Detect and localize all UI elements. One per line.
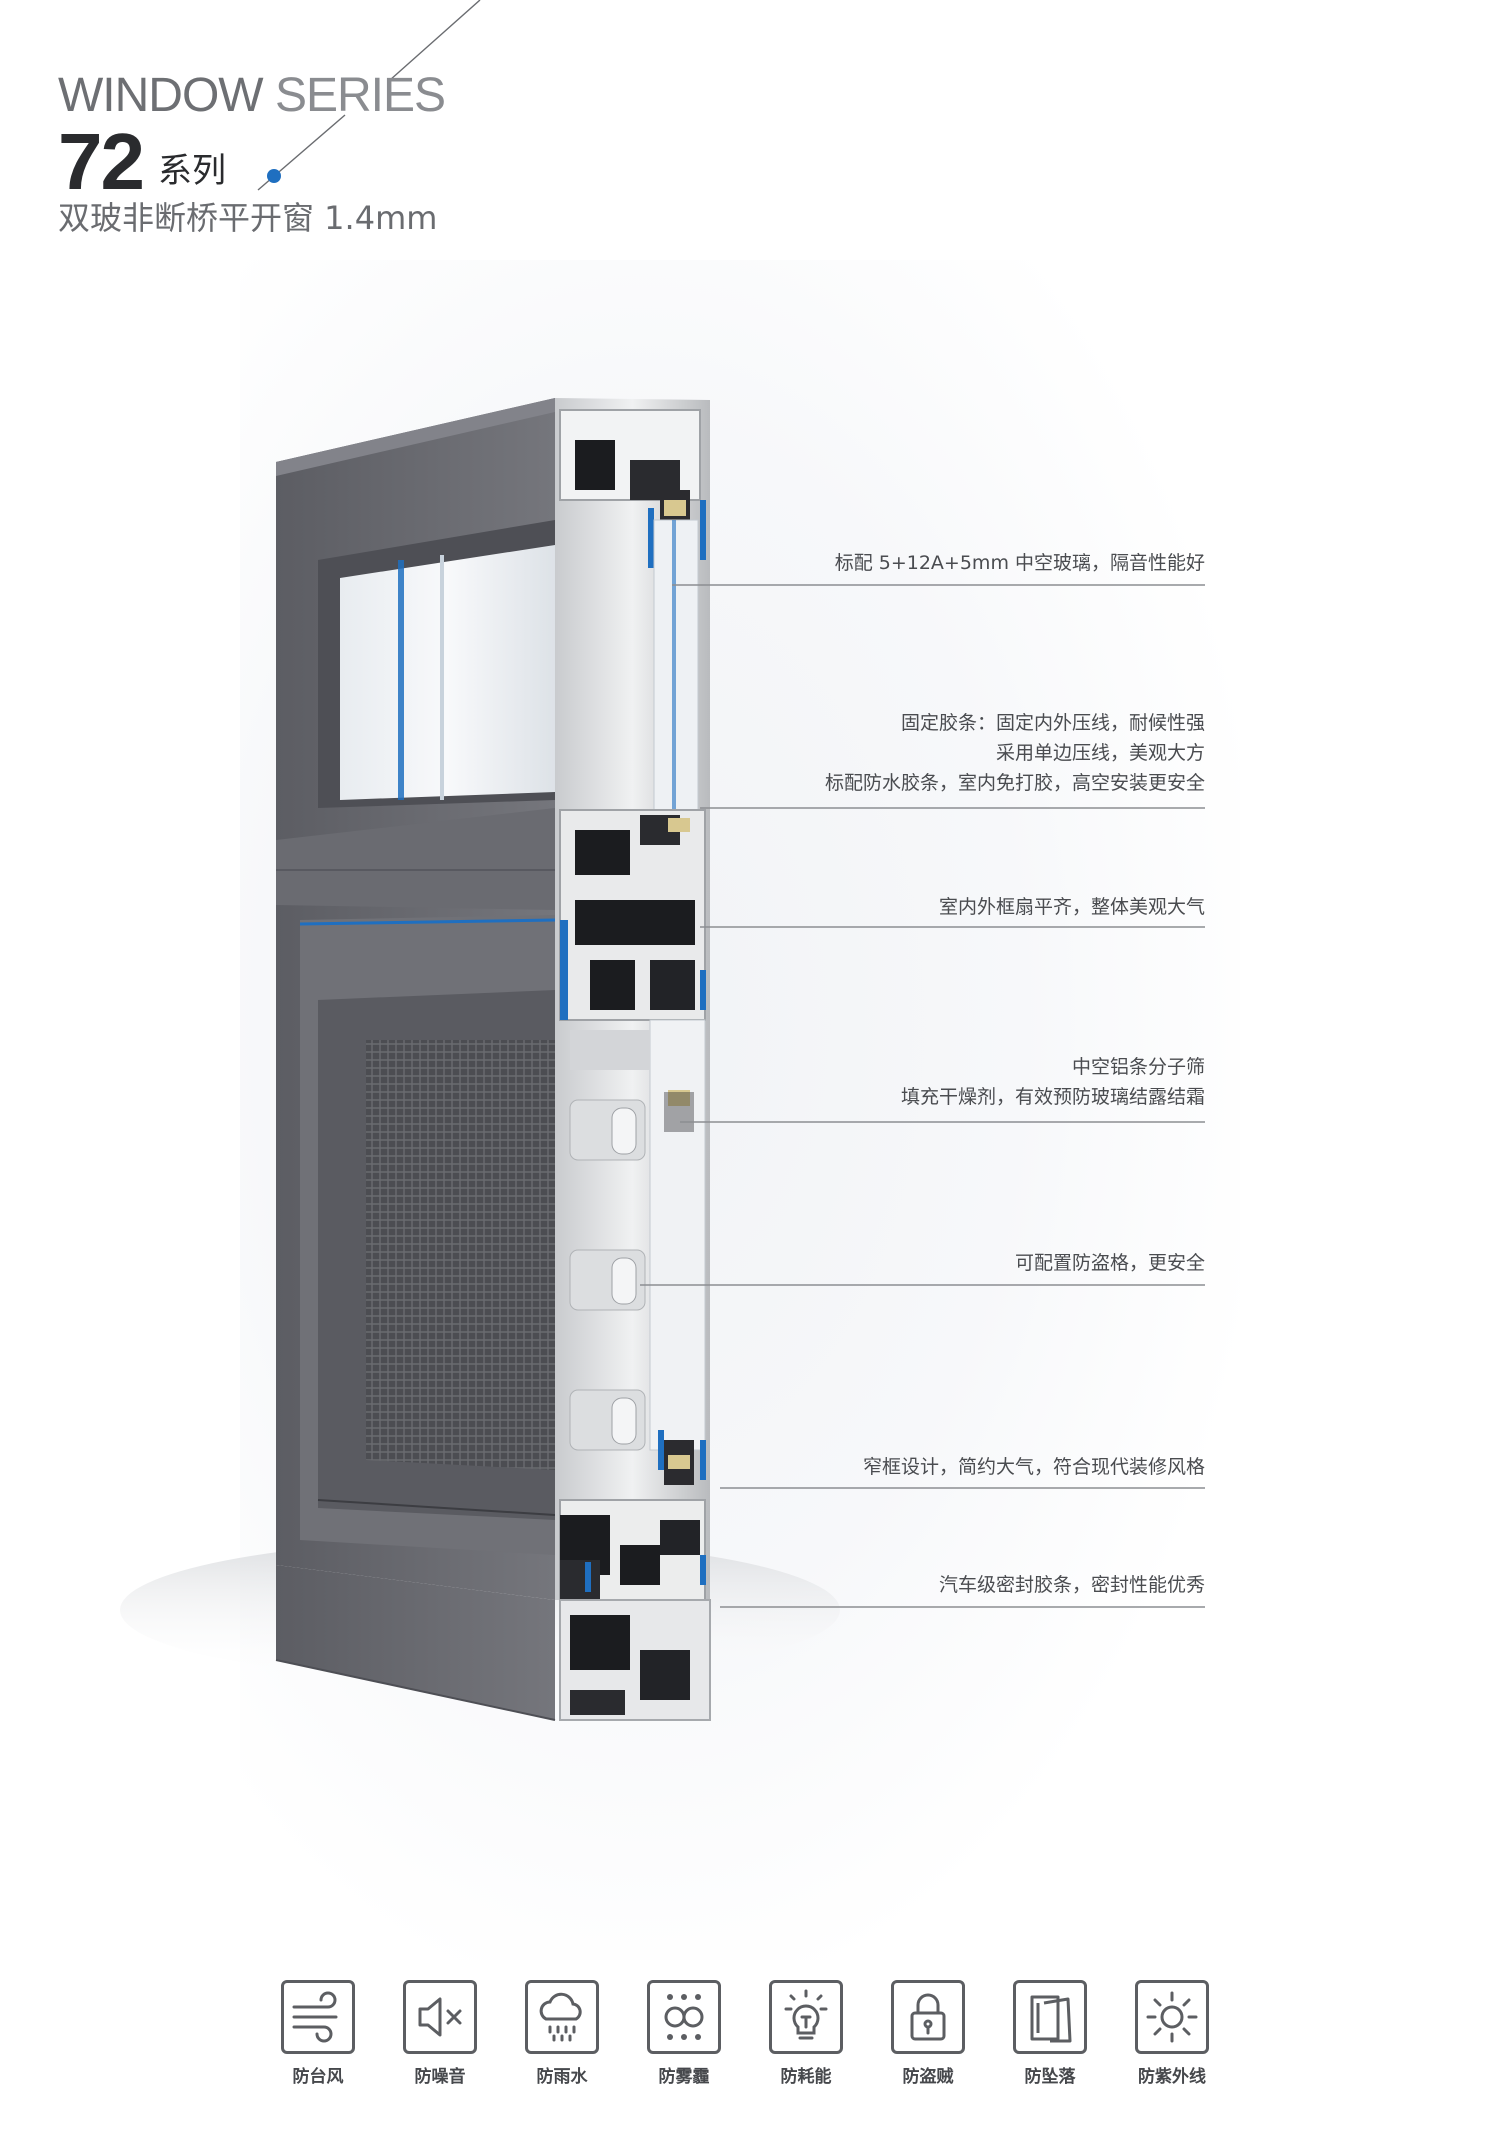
leader-lines [640, 584, 1205, 1608]
feature-rain: 防雨水 [512, 1980, 612, 2087]
feature-label: 防坠落 [1024, 2067, 1076, 2087]
callout-flush-line: 室内外框扇平齐，整体美观大气 [938, 896, 1205, 918]
feature-burglary: 防盗贼 [878, 1980, 978, 2087]
callout-spacer: 中空铝条分子筛 填充干燥剂，有效预防玻璃结露结霜 [645, 1052, 1205, 1112]
series-label: 系列 [158, 151, 226, 191]
feature-label: 防台风 [292, 2067, 344, 2087]
accent-dot [267, 169, 281, 183]
callout-gasket-line-2: 采用单边压线，美观大方 [995, 742, 1205, 764]
callout-seal: 汽车级密封胶条，密封性能优秀 [645, 1570, 1205, 1600]
callout-gasket-line-3: 标配防水胶条，室内免打胶，高空安装更安全 [824, 772, 1205, 794]
callout-gasket: 固定胶条：固定内外压线，耐候性强 采用单边压线，美观大方 标配防水胶条，室内免打… [645, 708, 1205, 798]
rain-cloud-icon [525, 1980, 599, 2054]
upper-glass-pane [340, 545, 555, 800]
feature-label: 防盗贼 [902, 2067, 954, 2087]
callout-flush: 室内外框扇平齐，整体美观大气 [645, 892, 1205, 922]
product-subtitle: 双玻非断桥平开窗 1.4mm [58, 199, 438, 237]
feature-label: 防雨水 [536, 2067, 588, 2087]
callout-security-grille: 可配置防盗格，更安全 [645, 1248, 1205, 1278]
callout-spacer-line-2: 填充干燥剂，有效预防玻璃结露结霜 [900, 1086, 1205, 1108]
feature-fall: 防坠落 [1000, 1980, 1100, 2087]
series-number: 72 [58, 117, 145, 206]
callout-spacer-line-1: 中空铝条分子筛 [1071, 1056, 1205, 1078]
callout-narrow-frame: 窄框设计，简约大气，符合现代装修风格 [645, 1452, 1205, 1482]
callout-security-grille-line: 可配置防盗格，更安全 [1014, 1252, 1205, 1274]
callout-gasket-line-1: 固定胶条：固定内外压线，耐候性强 [900, 712, 1205, 734]
feature-typhoon: 防台风 [268, 1980, 368, 2087]
feature-label: 防噪音 [414, 2067, 466, 2087]
smog-icon [647, 1980, 721, 2054]
profile-cross-section [555, 398, 711, 1721]
sun-icon [1135, 1980, 1209, 2054]
falling-panel-icon [1013, 1980, 1087, 2054]
lightbulb-icon [769, 1980, 843, 2054]
feature-energy: 防耗能 [756, 1980, 856, 2087]
transom-bar [276, 808, 555, 910]
padlock-icon [891, 1980, 965, 2054]
feature-smog: 防雾霾 [634, 1980, 734, 2087]
decorative-line [257, 0, 481, 191]
feature-label: 防紫外线 [1138, 2067, 1206, 2087]
speaker-mute-icon [403, 1980, 477, 2054]
mesh-screen [366, 1040, 555, 1470]
callout-narrow-frame-line: 窄框设计，简约大气，符合现代装修风格 [862, 1456, 1205, 1478]
feature-uv: 防紫外线 [1122, 1980, 1222, 2087]
feature-label: 防雾霾 [658, 2067, 710, 2087]
series-word-window: WINDOW [58, 69, 264, 122]
callout-glass: 标配 5+12A+5mm 中空玻璃，隔音性能好 [645, 548, 1205, 578]
callout-glass-line: 标配 5+12A+5mm 中空玻璃，隔音性能好 [834, 552, 1205, 574]
series-word-series: SERIES [274, 69, 446, 122]
callout-seal-line: 汽车级密封胶条，密封性能优秀 [938, 1574, 1205, 1596]
feature-noise: 防噪音 [390, 1980, 490, 2087]
wind-icon [281, 1980, 355, 2054]
series-title: WINDOW SERIES [58, 68, 446, 123]
feature-label: 防耗能 [780, 2067, 832, 2087]
frame-bottom [276, 1565, 555, 1720]
